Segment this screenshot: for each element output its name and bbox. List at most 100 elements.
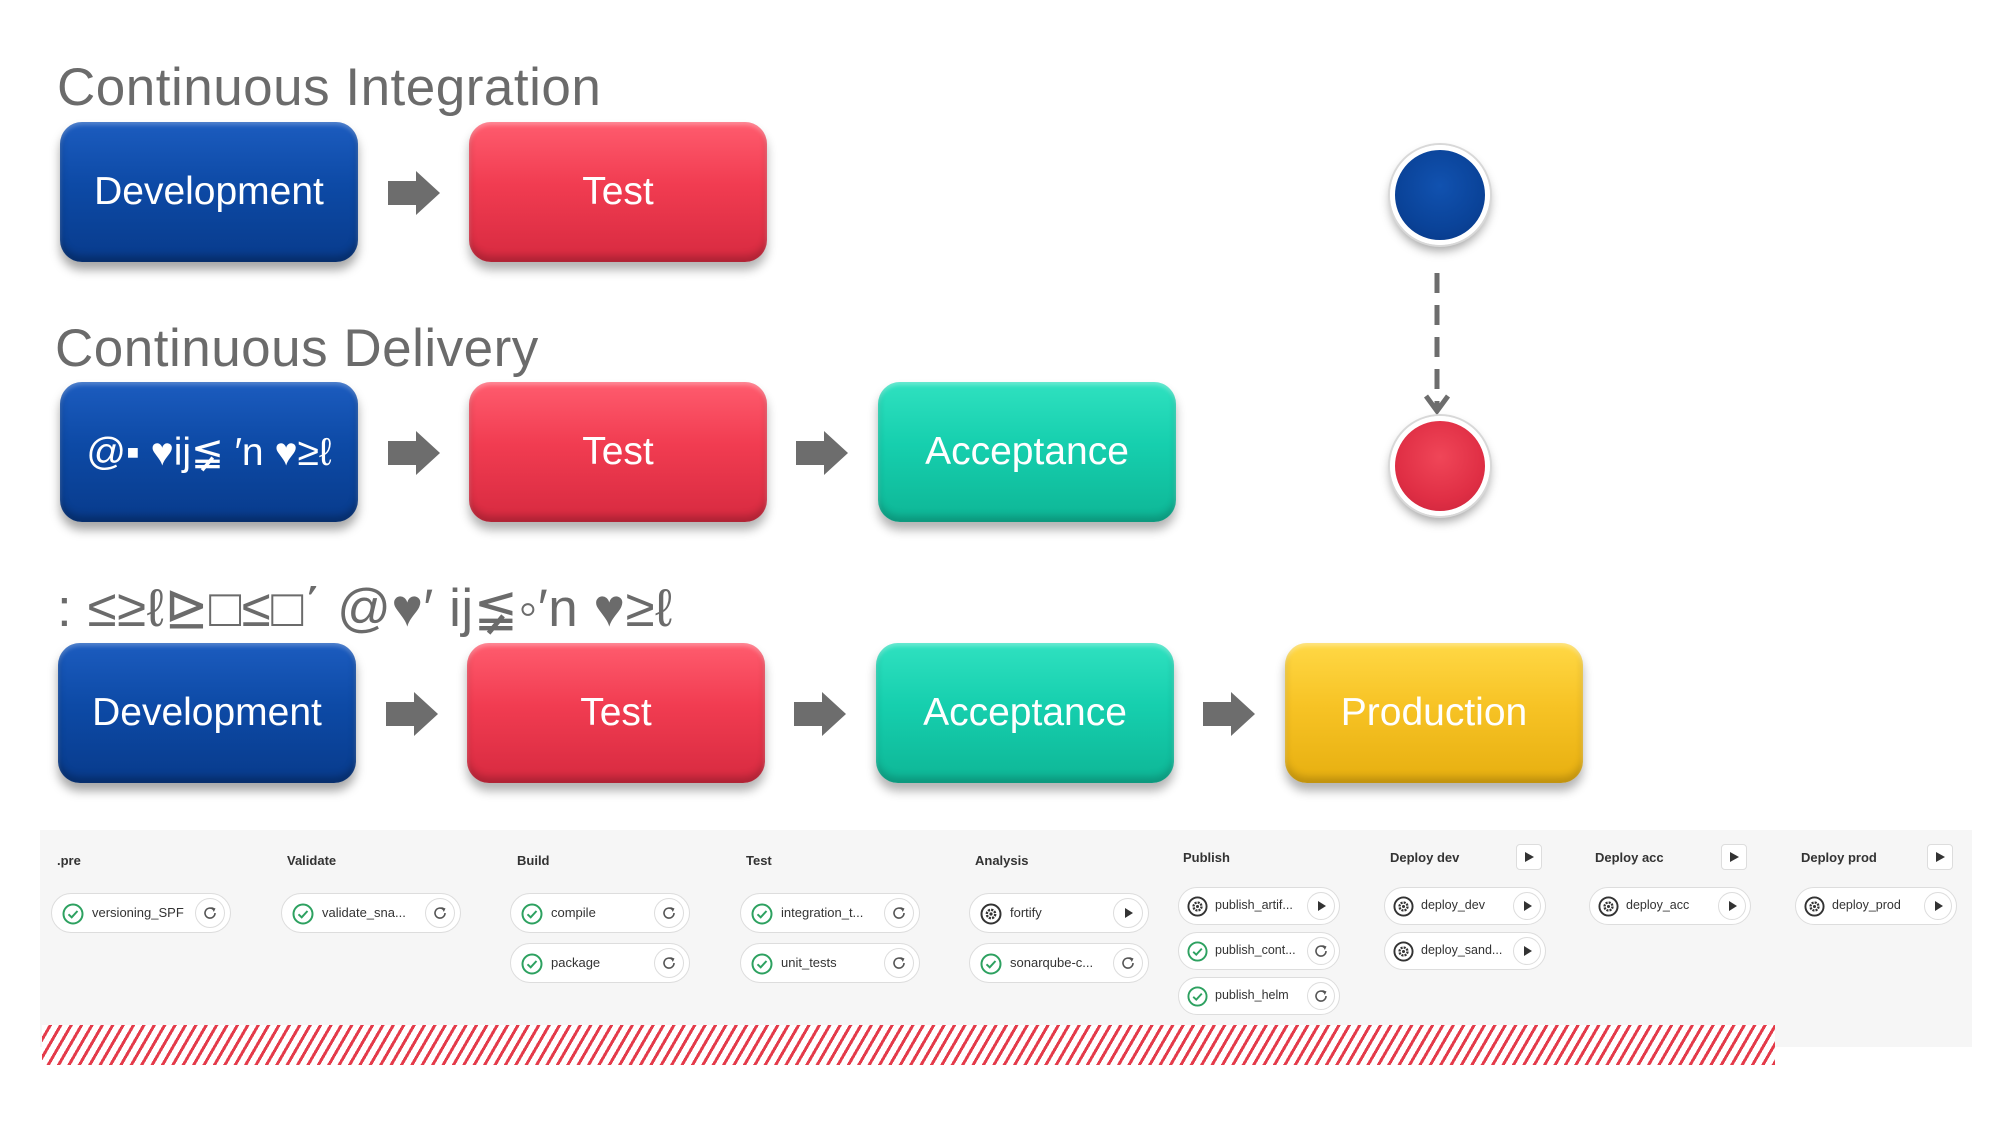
play-icon — [1524, 946, 1532, 956]
retry-icon — [1315, 945, 1327, 957]
job-fortify[interactable]: fortify — [969, 893, 1149, 933]
job-publish-container[interactable]: publish_cont... — [1178, 932, 1340, 970]
play-button[interactable] — [1113, 898, 1143, 928]
retry-button[interactable] — [884, 898, 914, 928]
job-integration-tests[interactable]: integration_t... — [740, 893, 920, 933]
retry-button[interactable] — [654, 948, 684, 978]
job-name: compile — [551, 905, 596, 920]
job-sonarqube[interactable]: sonarqube-c... — [969, 943, 1149, 983]
retry-button[interactable] — [1307, 937, 1335, 965]
play-button[interactable] — [1513, 937, 1541, 965]
stage-box-acceptance: Acceptance — [876, 643, 1174, 783]
stage-box-label: @▪ ♥ij≨ ′n ♥≥ℓ — [86, 430, 332, 474]
right-arrow-icon — [388, 431, 440, 475]
play-icon — [1730, 852, 1739, 862]
job-deploy-sandbox[interactable]: deploy_sand... — [1384, 932, 1546, 970]
right-arrow-icon — [796, 431, 848, 475]
stage-box-label: Acceptance — [925, 430, 1129, 473]
stage-box-development: @▪ ♥ij≨ ′n ♥≥ℓ — [60, 382, 358, 522]
stage-play-button[interactable] — [1721, 844, 1747, 870]
check-circle-icon — [751, 953, 773, 975]
check-circle-icon — [1187, 941, 1208, 962]
job-compile[interactable]: compile — [510, 893, 690, 933]
stage-title-analysis: Analysis — [975, 853, 1029, 868]
job-publish-artifacts[interactable]: publish_artif... — [1178, 887, 1340, 925]
right-arrow-icon — [1203, 692, 1255, 736]
section-title-cdeployment: : ≤≥ℓ⊵□≤□΄ @♥′ ij≨◦′n ♥≥ℓ — [57, 579, 673, 638]
retry-icon — [663, 957, 675, 969]
stage-box-production: Production — [1285, 643, 1583, 783]
job-name: versioning_SPF — [92, 905, 184, 920]
gear-icon — [980, 903, 1002, 925]
check-circle-icon — [751, 903, 773, 925]
gear-icon — [1804, 896, 1825, 917]
retry-button[interactable] — [1307, 982, 1335, 1010]
stage-box-label: Development — [94, 170, 324, 213]
play-button[interactable] — [1718, 892, 1746, 920]
job-name: package — [551, 955, 601, 970]
job-name: publish_artif... — [1215, 898, 1293, 912]
retry-button[interactable] — [1113, 948, 1143, 978]
right-arrow-icon — [388, 171, 440, 215]
stage-box-label: Test — [582, 430, 654, 473]
stage-play-button[interactable] — [1927, 844, 1953, 870]
retry-icon — [1315, 990, 1327, 1002]
stage-title-pre: .pre — [57, 853, 81, 868]
job-deploy-dev[interactable]: deploy_dev — [1384, 887, 1546, 925]
job-name: fortify — [1010, 905, 1042, 920]
stage-play-button[interactable] — [1516, 844, 1542, 870]
retry-button[interactable] — [884, 948, 914, 978]
stage-box-label: Development — [92, 691, 322, 734]
job-deploy-acc[interactable]: deploy_acc — [1589, 887, 1751, 925]
job-name: publish_cont... — [1215, 943, 1296, 957]
play-icon — [1525, 852, 1534, 862]
stage-box-acceptance: Acceptance — [878, 382, 1176, 522]
stage-box-label: Test — [582, 170, 654, 213]
dashed-down-arrow-icon — [1423, 273, 1451, 416]
play-icon — [1318, 901, 1326, 911]
play-button[interactable] — [1924, 892, 1952, 920]
job-unit-tests[interactable]: unit_tests — [740, 943, 920, 983]
stage-box-label: Production — [1340, 691, 1528, 734]
retry-button[interactable] — [195, 898, 225, 928]
section-title-cdelivery: Continuous Delivery — [55, 319, 539, 378]
check-circle-icon — [1187, 986, 1208, 1007]
stage-title-deploy-dev: Deploy dev — [1390, 850, 1460, 865]
stage-box-test: Test — [467, 643, 765, 783]
blue-circle-icon — [1390, 145, 1490, 245]
job-name: unit_tests — [781, 955, 837, 970]
retry-icon — [893, 957, 905, 969]
stage-title-validate: Validate — [287, 853, 337, 868]
pipeline-graph — [40, 830, 1972, 1047]
job-name: publish_helm — [1215, 988, 1289, 1002]
check-circle-icon — [292, 903, 314, 925]
retry-button[interactable] — [425, 898, 455, 928]
job-name: deploy_acc — [1626, 898, 1690, 912]
gear-icon — [1393, 941, 1414, 962]
gear-icon — [1393, 896, 1414, 917]
stage-box-development: Development — [60, 122, 358, 262]
job-versioning[interactable]: versioning_SPF — [51, 893, 231, 933]
job-deploy-prod[interactable]: deploy_prod — [1795, 887, 1957, 925]
job-name: sonarqube-c... — [1010, 955, 1094, 970]
job-validate[interactable]: validate_sna... — [281, 893, 461, 933]
stage-title-deploy-acc: Deploy acc — [1595, 850, 1664, 865]
play-icon — [1729, 901, 1737, 911]
stage-title-publish: Publish — [1183, 850, 1230, 865]
retry-icon — [204, 907, 216, 919]
play-button[interactable] — [1307, 892, 1335, 920]
red-circle-icon — [1390, 416, 1490, 516]
play-icon — [1936, 852, 1945, 862]
job-package[interactable]: package — [510, 943, 690, 983]
play-button[interactable] — [1513, 892, 1541, 920]
stage-box-test: Test — [469, 382, 767, 522]
job-publish-helm[interactable]: publish_helm — [1178, 977, 1340, 1015]
stage-box-development: Development — [58, 643, 356, 783]
stage-title-test: Test — [746, 853, 772, 868]
stage-title-build: Build — [517, 853, 550, 868]
retry-button[interactable] — [654, 898, 684, 928]
job-name: integration_t... — [781, 905, 864, 920]
stage-title-deploy-prod: Deploy prod — [1801, 850, 1877, 865]
job-name: validate_sna... — [322, 905, 406, 920]
job-name: deploy_dev — [1421, 898, 1485, 912]
